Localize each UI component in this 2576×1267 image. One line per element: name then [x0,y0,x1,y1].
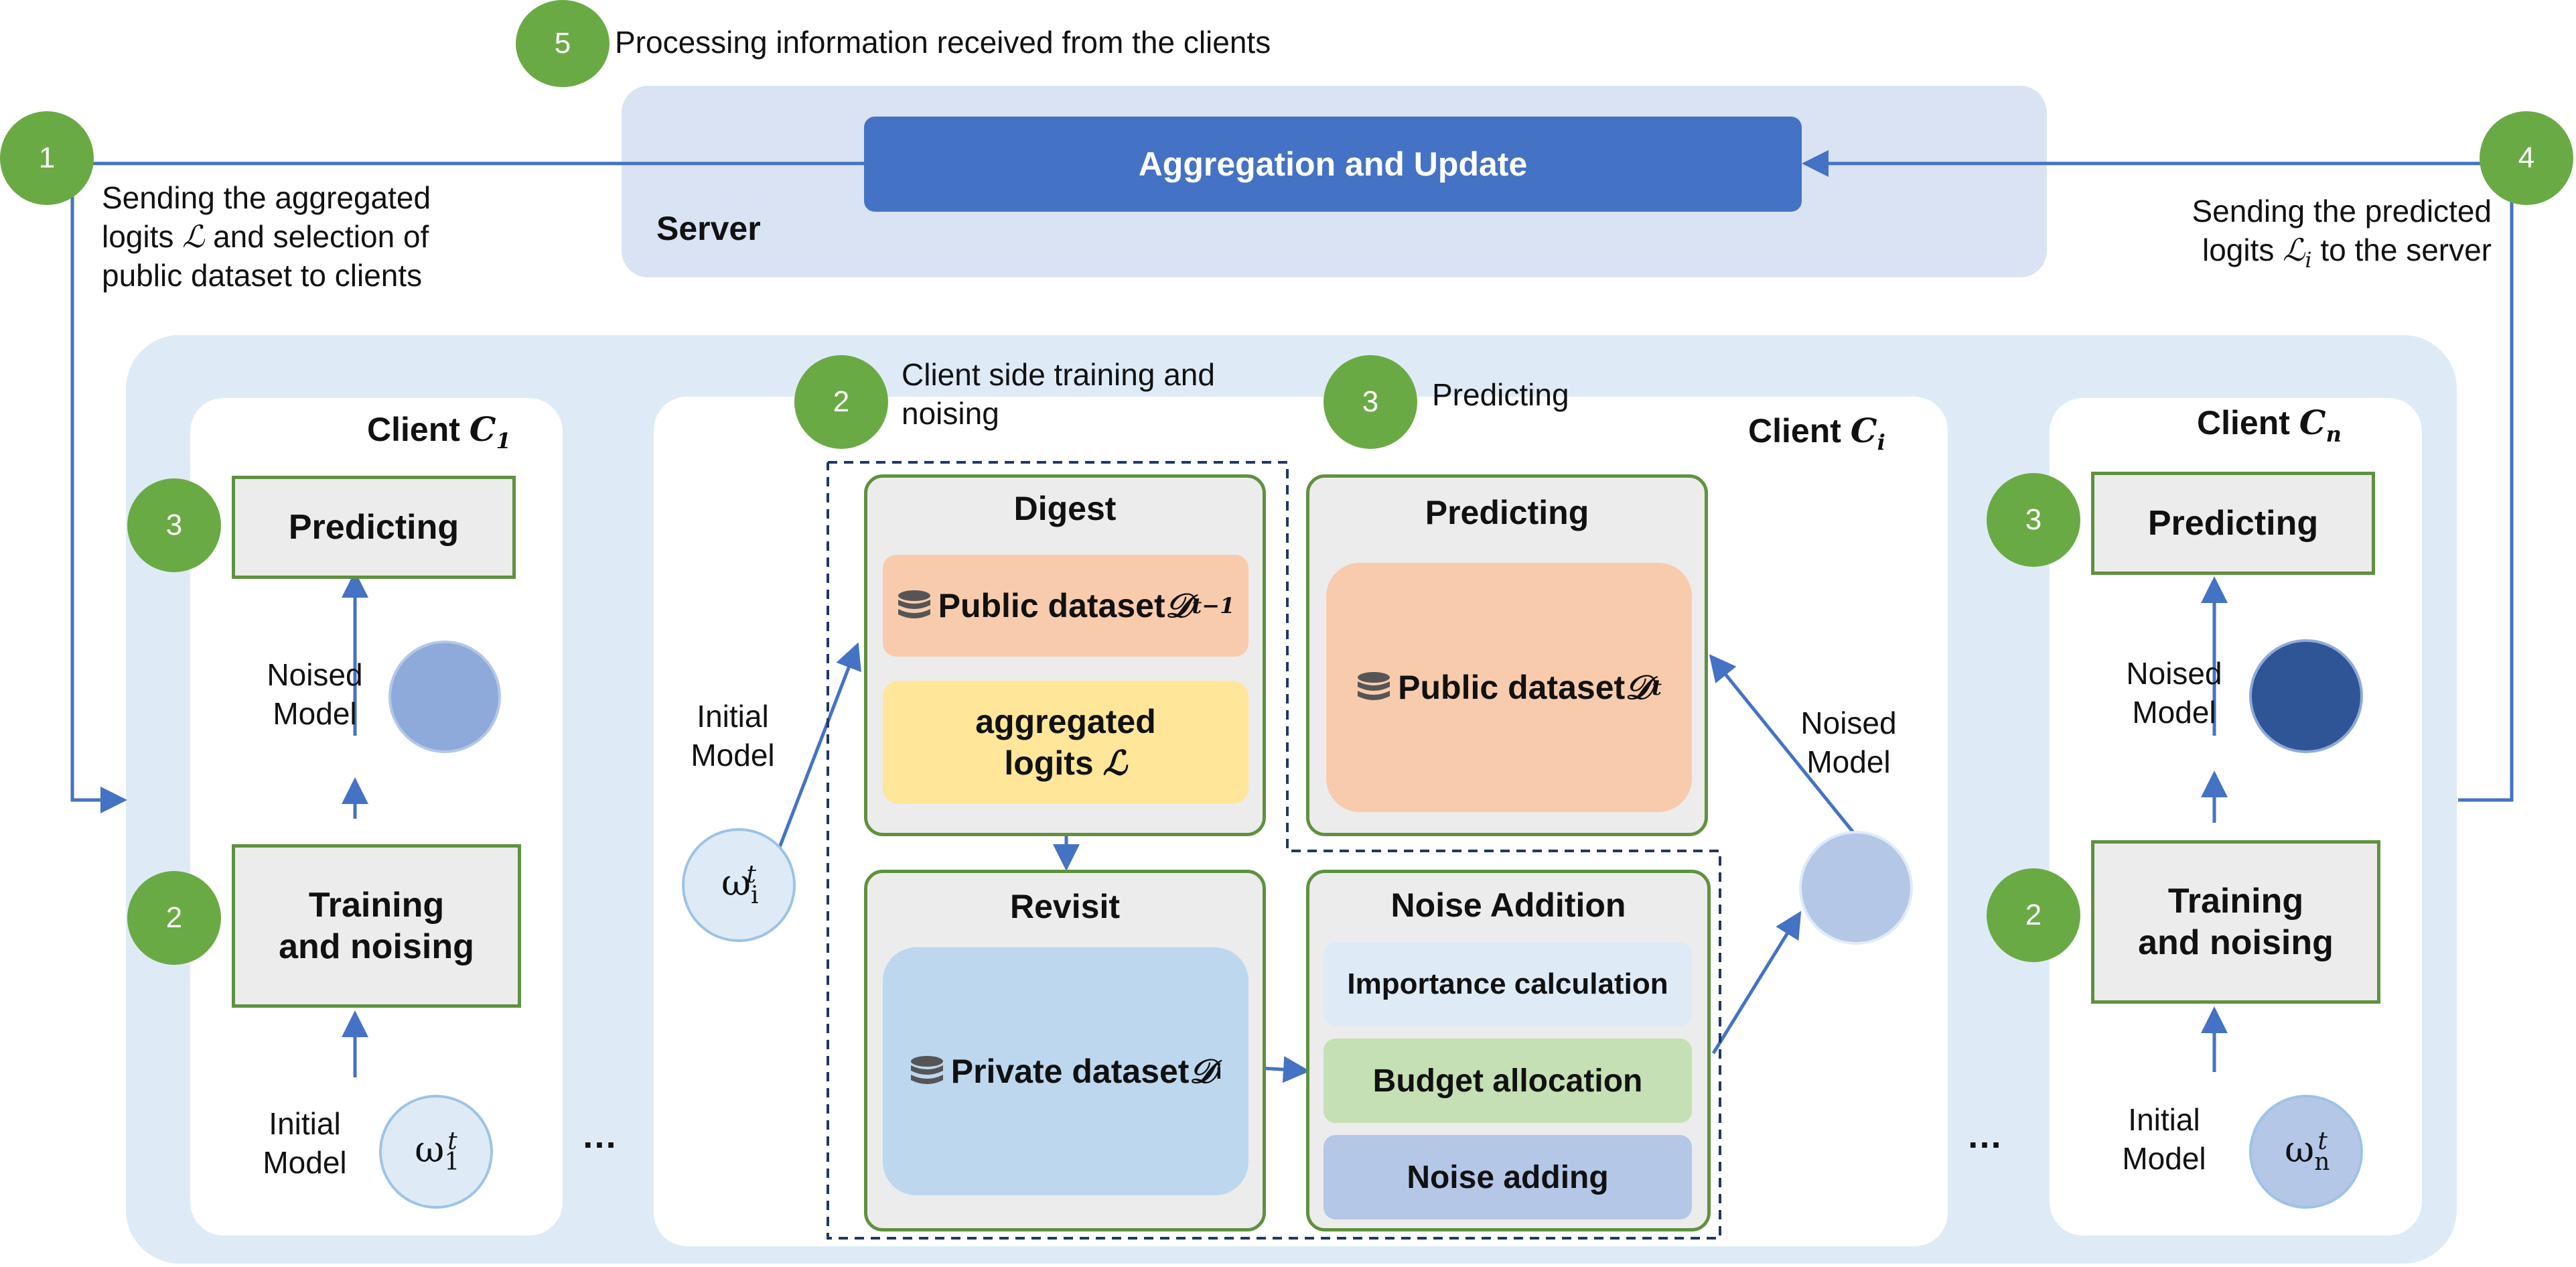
right-line-1: Sending the predicted [2192,194,2492,228]
server-label: Server [656,210,761,247]
right-line-2: logits ℒi to the server [2202,232,2492,273]
aggregation-update-box: Aggregation and Update [864,117,1802,212]
ellipsis-right: … [1966,1116,2003,1156]
client-n-training-label: Training and noising [2138,882,2334,962]
database-icon [1358,672,1390,700]
client-i-step-2-label: Client side training and noising [902,357,1215,431]
client-1-step-3-badge: 3 [127,478,221,572]
client-n-noised-model [2249,639,2363,753]
noise-adding: Noise adding [1323,1135,1692,1219]
client-n-predicting-box: Predicting [2091,472,2375,575]
noise-addition-title: Noise Addition [1390,886,1626,924]
step-5-label: Processing information received from the… [615,25,1271,60]
client-n-initial-model: ωnt [2249,1095,2363,1209]
client-1-training-label: Training and noising [279,886,474,966]
client-1-step-2-badge: 2 [127,871,221,965]
client-1-predicting-box: Predicting [232,476,516,579]
client-1-noised-model-label: Noised Model [267,657,363,731]
importance-calculation: Importance calculation [1323,942,1692,1026]
client-n-initial-model-label: Initial Model [2122,1102,2206,1176]
aggregation-update-label: Aggregation and Update [1138,145,1528,183]
digest-title: Digest [1013,490,1117,527]
client-1-training-box: Training and noising [232,844,521,1008]
client-n-training-box: Training and noising [2091,840,2380,1004]
left-line-3: public dataset to clients [102,258,423,293]
client-i-noised-model-label: Noised Model [1800,706,1897,779]
client-n-noised-model-label: Noised Model [2126,656,2222,730]
client-i-initial-model: ωit [682,828,796,942]
client-1-initial-model-label: Initial Model [263,1106,347,1180]
client-i-step-2-badge: 2 [794,355,888,449]
left-line-2: logits ℒ and selection of [102,218,429,255]
step-4-badge: 4 [2480,111,2573,205]
revisit-title: Revisit [1010,888,1120,925]
client-i-title: Client Ci [1748,411,1885,455]
client-i-predicting-title: Predicting [1425,494,1589,531]
budget-allocation: Budget allocation [1323,1039,1692,1123]
left-description: Sending the aggregated logits ℒ and sele… [102,178,571,295]
client-1-noised-model [388,641,501,753]
client-i-step-3-label: Predicting [1432,377,1569,412]
client-n-step-2-badge: 2 [1987,868,2080,962]
client-n-step-3-badge: 3 [1987,473,2080,567]
client-n-title: Client Cn [2197,403,2342,447]
step-5-badge: 5 [516,0,610,87]
client-i-step-3-badge: 3 [1323,355,1417,449]
right-description: Sending the predicted logits ℒi to the s… [2117,192,2492,279]
digest-aggregated-logits: aggregated logits ℒ [883,681,1248,804]
client-i-initial-model-label: Initial Model [691,699,775,773]
client-1-predicting-label: Predicting [288,508,459,547]
client-1-title: Client C1 [367,409,511,454]
database-icon [898,590,930,618]
client-1-initial-model: ω1t [379,1095,493,1209]
client-i-noised-model [1799,831,1913,945]
step-1-badge: 1 [0,111,94,205]
left-line-1: Sending the aggregated [102,180,431,215]
database-icon [910,1056,943,1084]
client-n-predicting-label: Predicting [2147,504,2319,543]
ellipsis-left: … [581,1116,618,1156]
